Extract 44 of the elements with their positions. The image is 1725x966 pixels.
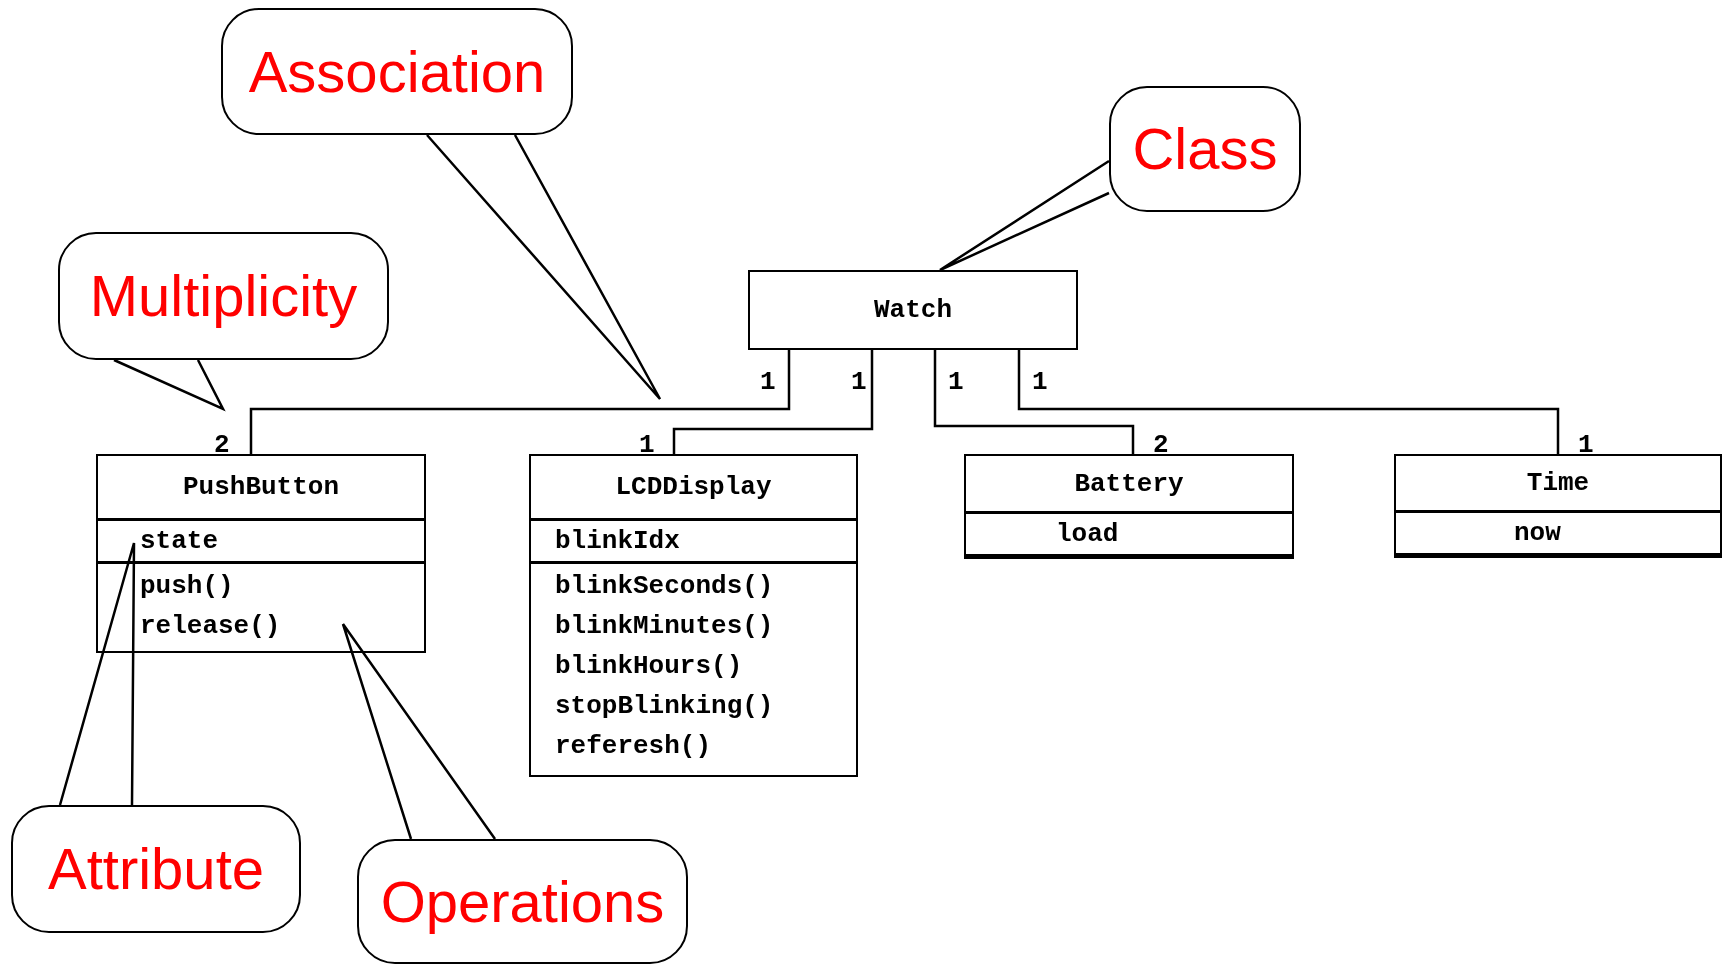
speech-bubble-tail <box>426 133 662 401</box>
multiplicity-label: 1 <box>1578 429 1594 462</box>
class-box <box>96 454 426 653</box>
speech-bubble-tail <box>113 358 226 412</box>
attribute-text: blinkIdx <box>555 525 681 558</box>
speech-bubble <box>221 8 573 135</box>
multiplicity-label: 1 <box>851 366 867 399</box>
attribute-text: load <box>1056 518 1120 551</box>
class-box <box>964 454 1294 559</box>
class-box <box>529 454 858 777</box>
multiplicity-label: 2 <box>1153 429 1169 462</box>
operation-text: release() <box>140 610 282 643</box>
class-name: Battery <box>1074 467 1184 501</box>
class-name: LCDDisplay <box>615 471 772 504</box>
association-line <box>672 350 874 454</box>
operation-text: push() <box>140 570 235 603</box>
operation-text: stopBlinking() <box>555 690 775 723</box>
multiplicity-label: 1 <box>760 366 776 399</box>
class-box <box>748 270 1078 350</box>
association-line <box>933 350 1135 454</box>
callout-text: Association <box>248 42 546 101</box>
class-name: PushButton <box>183 471 339 504</box>
speech-bubble <box>11 805 301 933</box>
speech-bubble <box>58 232 389 360</box>
operation-text: blinkHours() <box>555 650 744 683</box>
callout-text: Attribute <box>48 840 264 898</box>
speech-bubble <box>357 839 688 964</box>
multiplicity-label: 1 <box>948 366 964 399</box>
attribute-text: state <box>140 525 219 558</box>
operation-text: blinkMinutes() <box>555 610 775 643</box>
operation-text: blinkSeconds() <box>555 570 775 603</box>
association-line <box>249 350 791 454</box>
multiplicity-label: 1 <box>639 429 655 462</box>
class-name: Watch <box>874 294 952 327</box>
operation-text: referesh() <box>555 730 713 763</box>
speech-bubble <box>1109 86 1301 212</box>
attribute-text: now <box>1514 517 1562 550</box>
class-box <box>1394 454 1722 558</box>
callout-text: Class <box>1132 120 1278 178</box>
multiplicity-label: 1 <box>1032 366 1048 399</box>
association-line <box>1017 350 1560 454</box>
speech-bubble-tail <box>58 541 136 807</box>
class-name: Time <box>1526 467 1590 500</box>
multiplicity-label: 2 <box>214 429 230 462</box>
